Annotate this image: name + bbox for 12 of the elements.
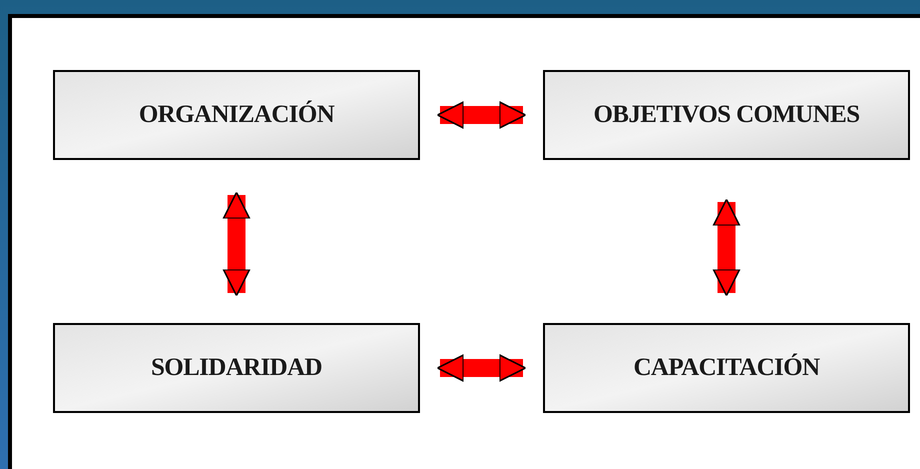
marble-box [53, 70, 420, 160]
marble-box [53, 323, 420, 413]
marble-box [543, 323, 910, 413]
box-label: SOLIDARIDAD [151, 353, 322, 384]
double-arrow [222, 192, 250, 296]
double-arrow [712, 198, 740, 296]
box-label: CAPACITACIÓN [633, 352, 820, 384]
box-label: OBJETIVOS COMUNES [593, 100, 860, 130]
marble-box [543, 70, 910, 160]
box-label: ORGANIZACIÓN [138, 100, 334, 130]
double-arrow [436, 101, 526, 129]
double-arrow [436, 354, 526, 382]
